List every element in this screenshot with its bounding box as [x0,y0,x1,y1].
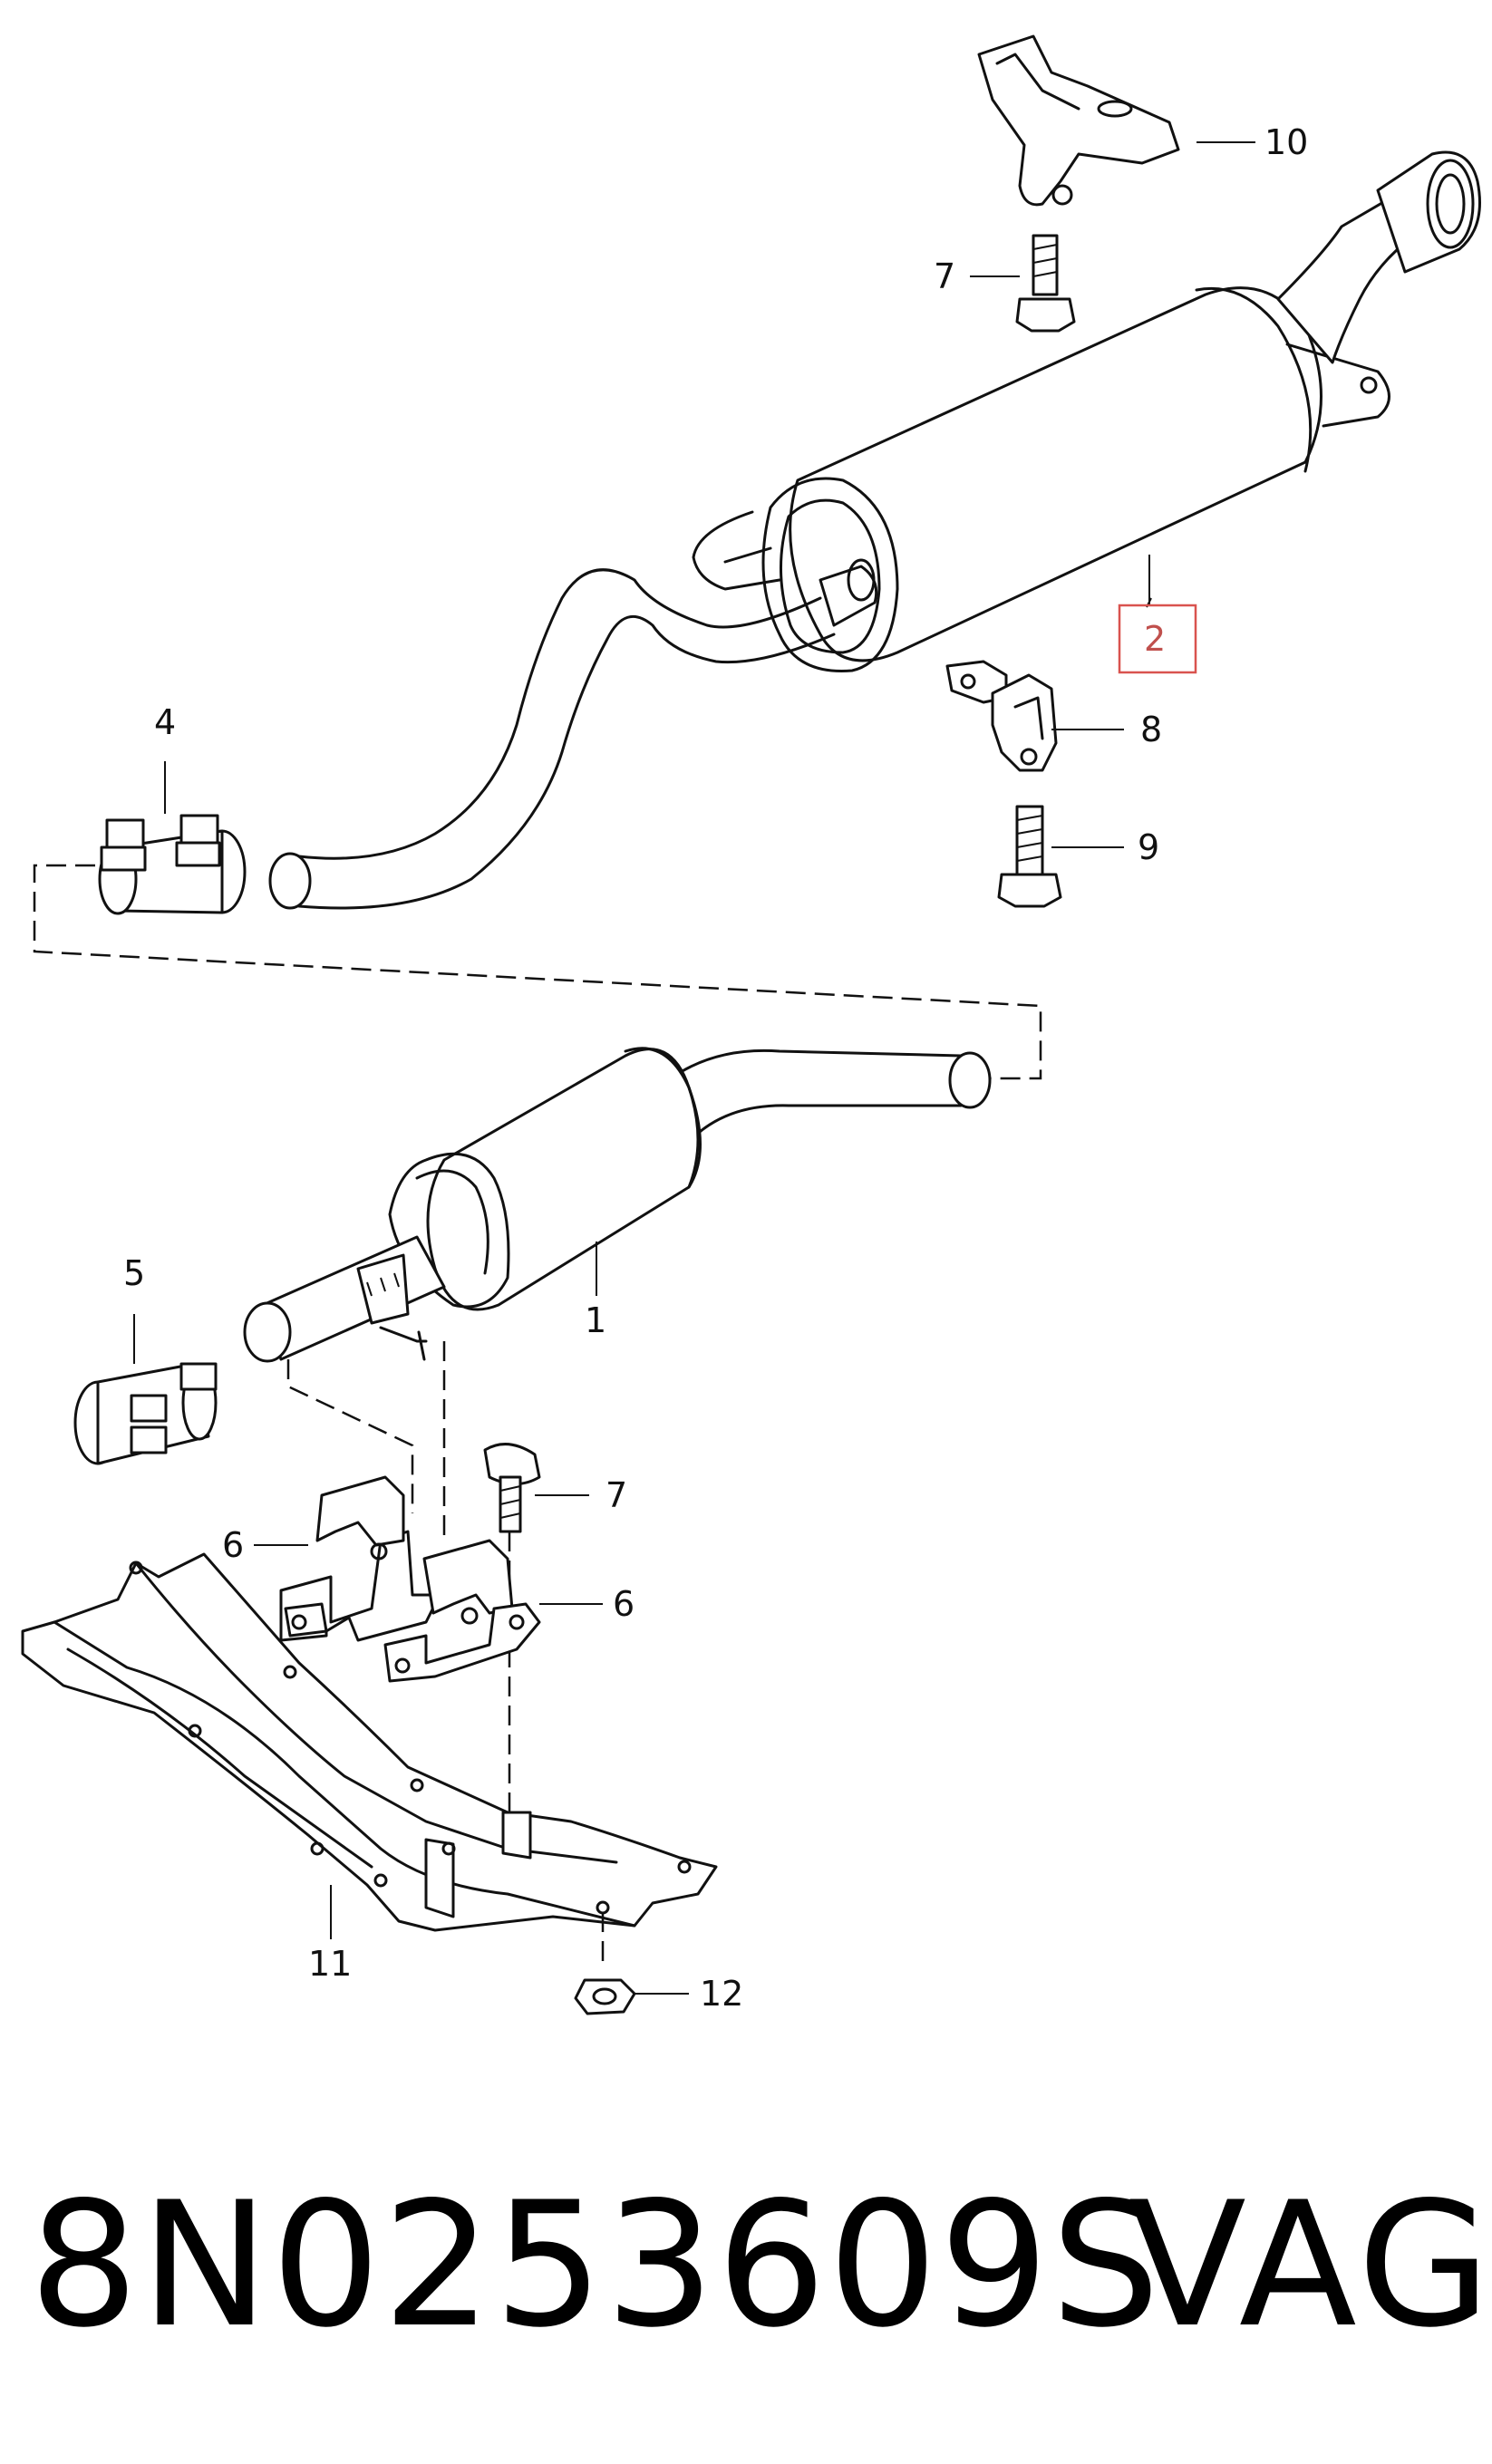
callout-2-highlight-box [1118,604,1197,674]
part-number: 8N0253609S [29,2165,1162,2365]
callout-7-lower: 7 [606,1475,627,1515]
nut-12 [574,1978,636,2015]
brand-label: VAG [1129,2165,1492,2365]
callout-11: 11 [308,1944,352,1984]
clamp-bracket-8 [945,660,1058,772]
callout-10: 10 [1264,122,1308,162]
pipe-clamp-5 [73,1362,218,1465]
callout-1: 1 [585,1300,606,1340]
callout-6-lower: 6 [613,1584,635,1624]
leader-lines [133,141,1255,1995]
callout-7-top: 7 [934,256,955,296]
rear-silencer [692,150,1481,672]
front-silencer [243,1047,992,1363]
pipe-clamp-4 [98,814,247,915]
rubber-mount-6-lower [383,1539,541,1683]
hanger-bracket-10 [977,34,1180,207]
callout-9: 9 [1138,827,1159,867]
rubber-mount-6-upper [279,1475,441,1642]
cross-member-11 [21,1552,718,1932]
callout-4: 4 [154,702,176,742]
callout-12: 12 [700,1974,743,2014]
intermediate-pipe [268,568,836,910]
callout-2[interactable]: 2 [1144,619,1166,659]
exhaust-system-diagram: 10 7 2 8 9 4 5 1 6 7 6 11 12 [21,34,1481,2015]
callout-6-upper: 6 [222,1525,244,1565]
callout-8: 8 [1140,710,1162,749]
bolt-7-lower [483,1443,541,1533]
bolt-9 [997,805,1062,908]
bolt-7-top [1015,234,1076,333]
callout-5: 5 [123,1253,145,1293]
footer: 8N0253609S VAG [0,2157,1492,2392]
